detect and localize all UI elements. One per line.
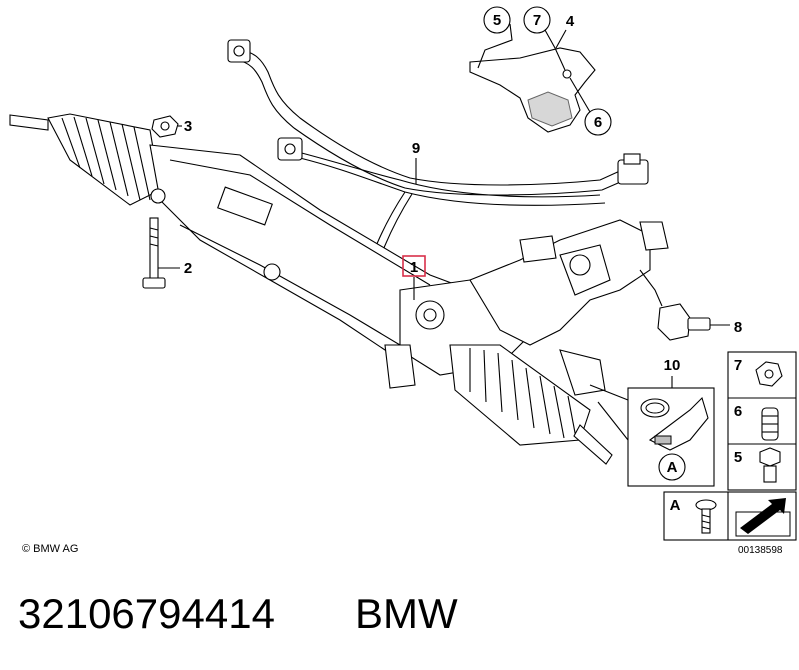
callout-2: 2 xyxy=(184,260,192,277)
steering-rack xyxy=(9,113,669,465)
callout-1: 1 xyxy=(410,259,418,276)
screw-a-panel: A xyxy=(663,491,797,541)
brand-name: BMW xyxy=(355,590,458,637)
flange-bolt-icon xyxy=(759,447,781,483)
callout-10: 10 xyxy=(664,357,681,374)
bolt-part-2 xyxy=(142,217,166,289)
diagram-ref-number: 00138598 xyxy=(738,545,783,556)
copyright-text: © BMW AG xyxy=(22,543,78,555)
screw-icon xyxy=(695,499,717,534)
detail-a-label: A xyxy=(667,459,678,476)
sensor-part-8 xyxy=(639,269,711,341)
callout-3: 3 xyxy=(184,118,192,135)
panel-label-a: A xyxy=(670,497,681,514)
line-fitting-left xyxy=(277,137,303,161)
callout-4: 4 xyxy=(566,13,575,30)
part-number: 32106794414 xyxy=(18,590,275,637)
callout-8: 8 xyxy=(734,319,742,336)
callout-5: 5 xyxy=(493,12,501,29)
panel-label-7: 7 xyxy=(734,357,742,374)
detail-box-10: A xyxy=(589,384,715,487)
callout-9: 9 xyxy=(412,140,420,157)
grommet-icon xyxy=(761,407,779,441)
panel-label-5: 5 xyxy=(734,449,742,466)
callout-7: 7 xyxy=(533,12,541,29)
callouts: 5 7 4 6 3 2 9 1 8 10 xyxy=(158,6,742,388)
heat-shield xyxy=(469,47,596,133)
line-fitting-right xyxy=(617,153,649,185)
side-panel: 7 6 5 xyxy=(727,351,797,491)
arrow-icon xyxy=(735,498,791,537)
highlight-box xyxy=(402,255,426,277)
nut-icon xyxy=(755,361,783,387)
callout-6: 6 xyxy=(594,114,602,131)
line-fitting-top xyxy=(227,39,251,63)
nut-part-3 xyxy=(151,115,179,138)
panel-label-6: 6 xyxy=(734,403,742,420)
